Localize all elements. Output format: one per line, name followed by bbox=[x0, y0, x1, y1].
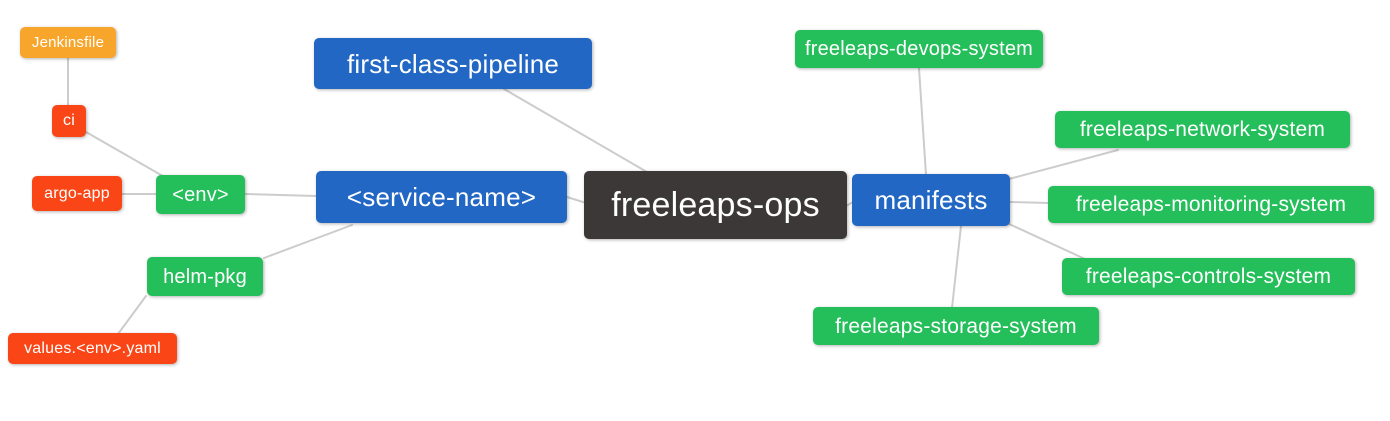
edge-helm-pkg-to-values-env-yaml bbox=[117, 295, 147, 335]
edge-env-to-service-name bbox=[244, 193, 317, 197]
edge-manifests-to-freeleaps-network-system bbox=[1008, 149, 1119, 180]
edge-first-class-pipeline-to-freeleaps-ops bbox=[503, 88, 648, 173]
node-freeleaps-devops-system[interactable]: freeleaps-devops-system bbox=[795, 30, 1043, 68]
node-freeleaps-ops[interactable]: freeleaps-ops bbox=[584, 171, 847, 239]
node-freeleaps-network-system[interactable]: freeleaps-network-system bbox=[1055, 111, 1350, 148]
node-argo-app[interactable]: argo-app bbox=[32, 176, 122, 211]
node-freeleaps-monitoring-system[interactable]: freeleaps-monitoring-system bbox=[1048, 186, 1374, 223]
edge-manifests-to-freeleaps-storage-system bbox=[951, 225, 962, 309]
node-freeleaps-controls-system[interactable]: freeleaps-controls-system bbox=[1062, 258, 1355, 295]
node-service-name[interactable]: <service-name> bbox=[316, 171, 567, 223]
edge-service-name-to-freeleaps-ops bbox=[566, 196, 587, 204]
node-jenkinsfile[interactable]: Jenkinsfile bbox=[20, 27, 116, 58]
edge-manifests-to-freeleaps-monitoring-system bbox=[1009, 201, 1050, 204]
node-values-env-yaml[interactable]: values.<env>.yaml bbox=[8, 333, 177, 364]
node-freeleaps-storage-system[interactable]: freeleaps-storage-system bbox=[813, 307, 1099, 345]
edge-service-name-to-helm-pkg bbox=[263, 224, 353, 259]
edge-freeleaps-ops-to-manifests bbox=[845, 201, 854, 207]
node-manifests[interactable]: manifests bbox=[852, 174, 1010, 226]
node-helm-pkg[interactable]: helm-pkg bbox=[147, 257, 263, 296]
node-ci[interactable]: ci bbox=[52, 105, 86, 137]
node-env[interactable]: <env> bbox=[156, 175, 245, 214]
node-first-class-pipeline[interactable]: first-class-pipeline bbox=[314, 38, 592, 89]
edge-manifests-to-freeleaps-controls-system bbox=[1006, 222, 1086, 260]
edge-ci-to-env bbox=[85, 131, 169, 180]
edge-freeleaps-devops-system-to-manifests bbox=[918, 67, 927, 176]
